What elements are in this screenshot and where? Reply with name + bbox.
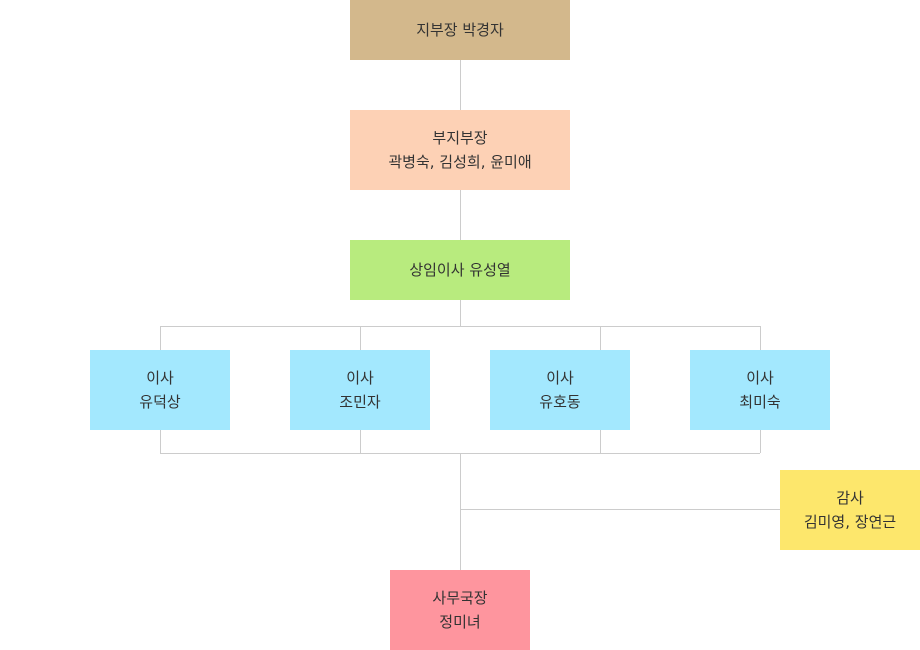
director-4-name: 최미숙: [739, 393, 781, 411]
connector-director-1-top: [160, 326, 161, 350]
branch-head-label: 지부장 박경자: [416, 21, 504, 39]
director-2-name: 조민자: [339, 393, 381, 411]
secretary-general-name: 정미녀: [439, 613, 481, 631]
director-box-4: 이사 최미숙: [690, 350, 830, 430]
secretary-general-title: 사무국장: [432, 589, 488, 607]
auditors-box: 감사 김미영, 장연근: [780, 470, 920, 550]
connector-director-2-bottom: [360, 430, 361, 453]
connector-director-4-top: [760, 326, 761, 350]
vice-heads-title: 부지부장: [432, 129, 488, 147]
connector-director-2-top: [360, 326, 361, 350]
director-1-name: 유덕상: [139, 393, 181, 411]
branch-head-box: 지부장 박경자: [350, 0, 570, 60]
connector-director-4-bottom: [760, 430, 761, 453]
connector-directors-top-bar: [160, 326, 760, 327]
vice-heads-names: 곽병숙, 김성희, 윤미애: [388, 153, 532, 171]
vice-heads-box: 부지부장 곽병숙, 김성희, 윤미애: [350, 110, 570, 190]
secretary-general-box: 사무국장 정미녀: [390, 570, 530, 650]
director-box-2: 이사 조민자: [290, 350, 430, 430]
auditors-names: 김미영, 장연근: [803, 513, 897, 531]
standing-director-box: 상임이사 유성열: [350, 240, 570, 300]
director-3-title: 이사: [546, 369, 574, 387]
connector-standing-to-directors: [460, 300, 461, 326]
connector-to-auditors: [460, 509, 780, 510]
director-box-1: 이사 유덕상: [90, 350, 230, 430]
director-1-title: 이사: [146, 369, 174, 387]
director-4-title: 이사: [746, 369, 774, 387]
connector-directors-to-secretary: [460, 453, 461, 570]
connector-head-to-vice: [460, 60, 461, 110]
director-box-3: 이사 유호동: [490, 350, 630, 430]
standing-director-label: 상임이사 유성열: [409, 261, 511, 279]
auditors-title: 감사: [836, 489, 864, 507]
connector-vice-to-standing: [460, 190, 461, 240]
connector-director-3-top: [600, 326, 601, 350]
director-3-name: 유호동: [539, 393, 581, 411]
connector-director-3-bottom: [600, 430, 601, 453]
director-2-title: 이사: [346, 369, 374, 387]
connector-director-1-bottom: [160, 430, 161, 453]
